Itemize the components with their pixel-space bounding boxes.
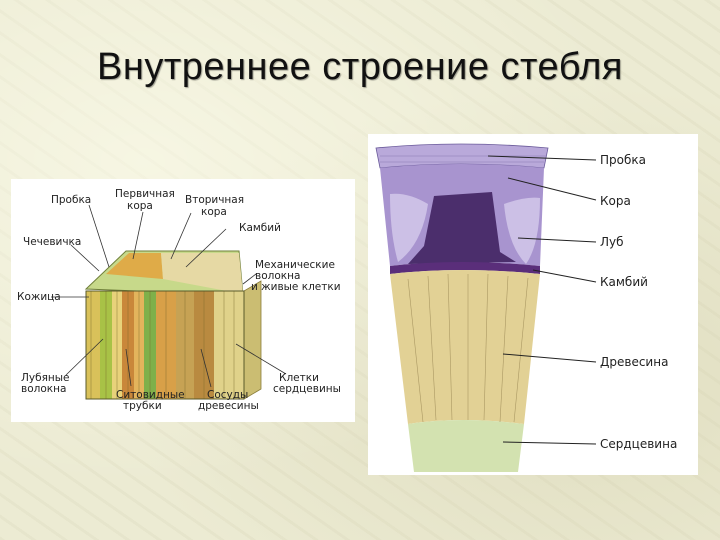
label-section-cambium: Камбий	[600, 275, 648, 289]
label-pith-cells-1: Клетки	[279, 372, 319, 384]
layer-epidermis	[86, 291, 100, 399]
label-mechanical-1: Механические	[255, 259, 335, 271]
section-cortex-lobe-right	[504, 197, 540, 264]
label-mechanical-2: волокна	[255, 270, 300, 282]
wood-texture	[407, 273, 529, 423]
label-secondary-cortex-1: Вторичная	[185, 194, 244, 206]
section-pith	[408, 420, 524, 472]
label-bast-fibers-2: волокна	[21, 383, 66, 395]
label-secondary-cortex-2: кора	[201, 206, 227, 218]
section-wood	[390, 270, 540, 424]
label-section-cork: Пробка	[600, 153, 646, 167]
cell-lines	[90, 291, 235, 399]
label-lenticel: Чечевичка	[23, 236, 81, 248]
label-section-wood: Древесина	[600, 355, 668, 369]
block-side-face	[243, 280, 262, 400]
cork-texture	[380, 155, 546, 163]
label-primary-cortex-2: кора	[127, 200, 153, 212]
label-bast-fibers-1: Лубяные	[21, 372, 70, 384]
section-pointer-lines	[487, 155, 597, 445]
label-cork: Пробка	[51, 194, 91, 206]
label-sieve-tubes-2: трубки	[123, 400, 162, 412]
block-top-wood	[161, 253, 243, 294]
label-section-phloem: Луб	[600, 235, 624, 249]
stem-section-diagram: Пробка Кора Луб Камбий Древесина Сердцев…	[368, 134, 698, 475]
label-primary-cortex-1: Первичная	[115, 188, 175, 200]
label-cambium: Камбий	[239, 222, 281, 234]
section-phloem	[408, 192, 516, 264]
stem-block-illustration: Пробка Первичная кора Вторичная кора Кам…	[17, 188, 341, 412]
section-cambium	[390, 262, 540, 274]
slide-title: Внутреннее строение стебля	[97, 46, 623, 88]
block-front-outline	[85, 290, 245, 400]
label-mechanical-3: и живые клетки	[251, 281, 341, 293]
stem-block-diagram: Пробка Первичная кора Вторичная кора Кам…	[11, 179, 355, 422]
label-pith-cells-2: сердцевины	[273, 383, 341, 395]
label-epidermis: Кожица	[17, 291, 61, 303]
label-vessels-1: Сосуды	[207, 389, 248, 401]
label-sieve-tubes-1: Ситовидные	[116, 389, 185, 401]
stem-section-illustration: Пробка Кора Луб Камбий Древесина Сердцев…	[375, 143, 677, 472]
label-section-pith: Сердцевина	[600, 437, 677, 451]
layer-pith	[214, 291, 244, 399]
pointer-lines	[51, 204, 287, 388]
label-section-cortex: Кора	[600, 194, 631, 208]
label-vessels-2: древесины	[198, 400, 259, 412]
block-top-cork	[106, 253, 163, 279]
section-cortex-lobe-left	[390, 193, 428, 262]
